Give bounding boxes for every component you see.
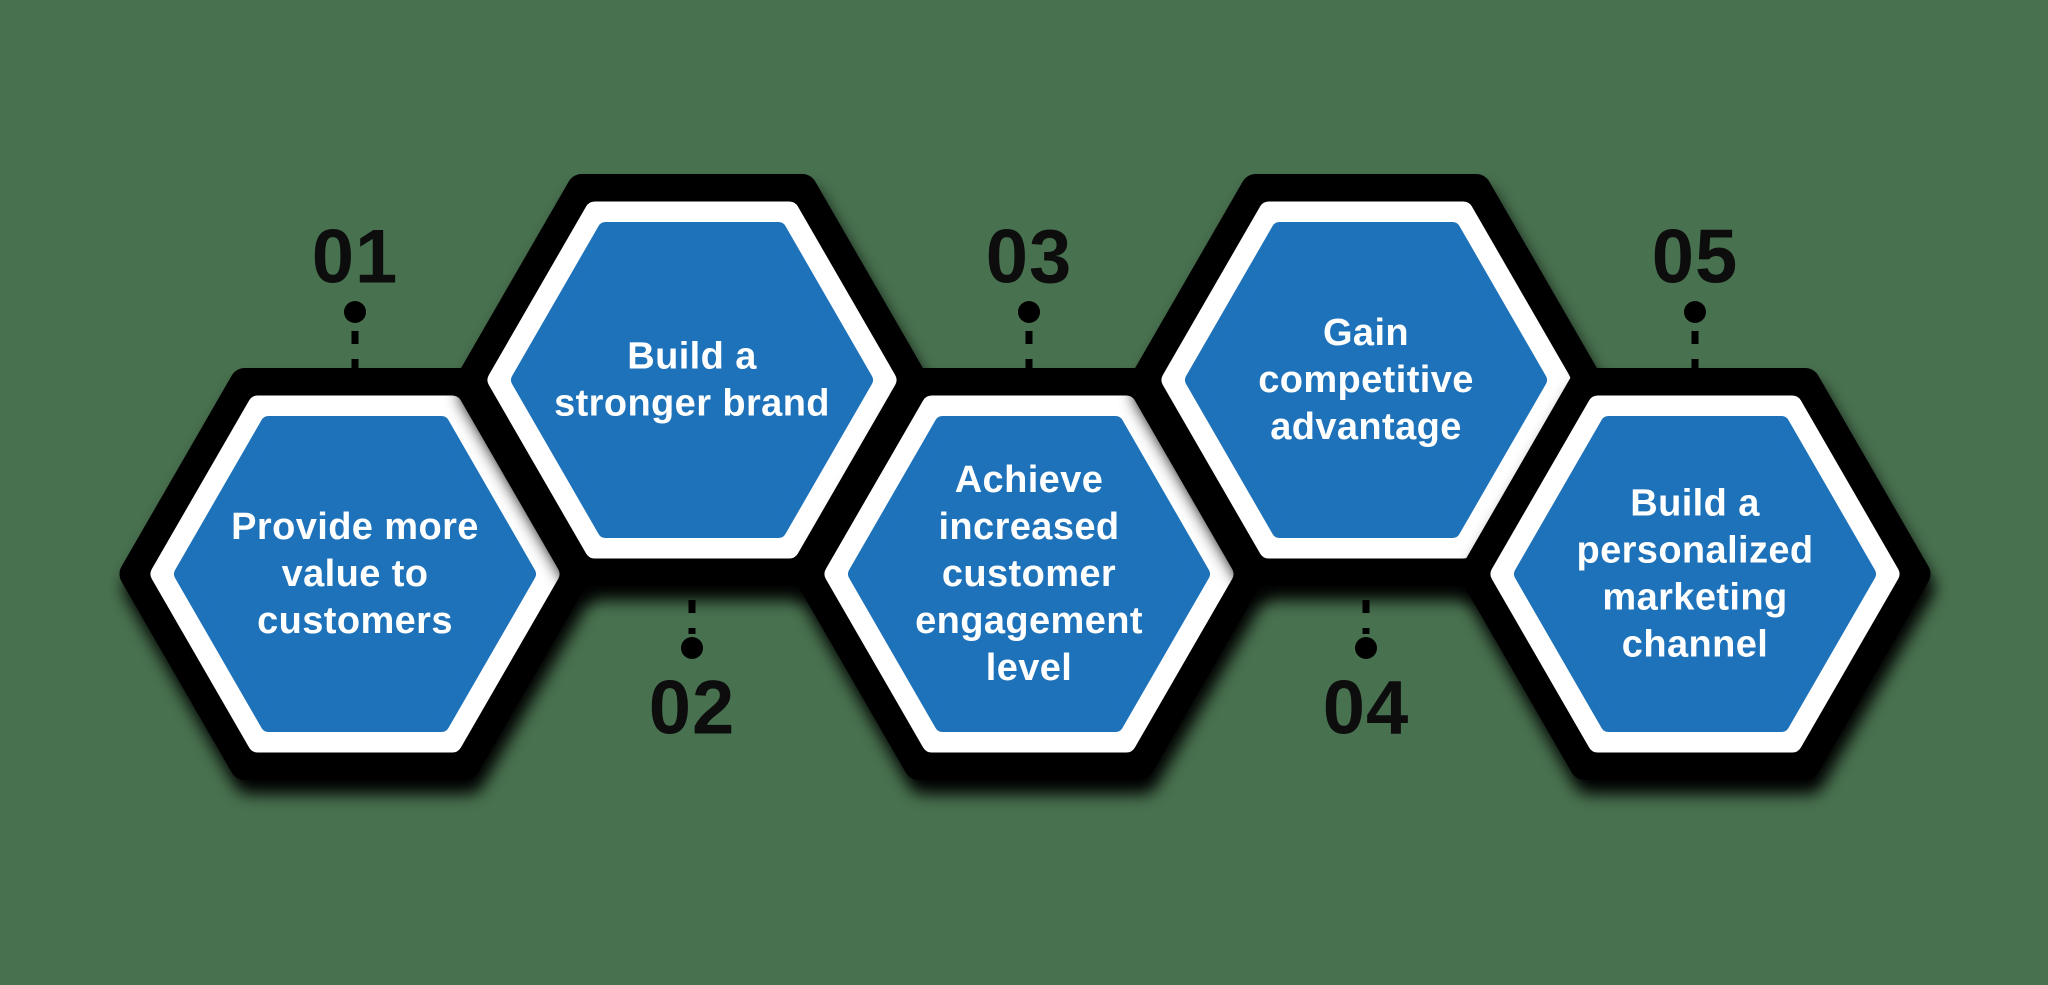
hex-label: Build a stronger brand: [554, 336, 830, 425]
hex-label-line: Gain: [1323, 312, 1409, 354]
hex-face: [511, 222, 873, 538]
connector-dot: [681, 637, 703, 659]
hex-label-line: Provide more: [231, 506, 479, 548]
hex-label-line: channel: [1622, 624, 1768, 666]
connector-dot: [1018, 301, 1040, 323]
hex-label: Build a personalized marketing channel: [1576, 483, 1813, 666]
step-marker-02: 02: [649, 600, 736, 751]
step-marker-01: 01: [312, 215, 399, 373]
hex-label-line: increased: [938, 506, 1119, 548]
hex-label-line: value to: [282, 553, 429, 595]
hex-face: [1514, 416, 1876, 732]
hex-label-line: stronger brand: [554, 383, 830, 425]
hex-label: Achieve increased customer engagement level: [915, 459, 1143, 689]
hex-label-line: Achieve: [955, 459, 1104, 501]
hex-face: [174, 416, 536, 732]
step-number: 02: [649, 666, 736, 751]
step-number: 01: [312, 215, 399, 300]
hex-label-line: advantage: [1270, 406, 1462, 448]
hex-face: [1185, 222, 1547, 538]
hex-label-line: marketing: [1602, 577, 1787, 619]
step-number: 03: [986, 215, 1073, 300]
step-number: 04: [1323, 666, 1410, 751]
hex-label-line: Build a: [627, 336, 757, 378]
hex-label-line: Build a: [1630, 483, 1760, 525]
hex-label-line: customers: [257, 600, 453, 642]
step-marker-04: 04: [1323, 600, 1410, 751]
hex-label-line: engagement: [915, 600, 1143, 642]
hex-label-line: customer: [942, 553, 1116, 595]
hex-label-line: level: [986, 647, 1073, 689]
step-marker-03: 03: [986, 215, 1073, 373]
hex-label: Provide more value to customers: [231, 506, 479, 642]
hex-step-03: Achieve increased customer engagement level: [793, 368, 1269, 794]
hex-label-line: competitive: [1258, 359, 1474, 401]
hex-label-line: personalized: [1576, 530, 1813, 572]
hex-label: Gain competitive advantage: [1258, 312, 1474, 448]
step-number: 05: [1652, 215, 1739, 300]
hex-face: [848, 416, 1210, 732]
hex-step-04: Gain competitive advantage: [1130, 174, 1606, 600]
connector-dot: [1355, 637, 1377, 659]
step-marker-05: 05: [1652, 215, 1739, 373]
connector-dot: [344, 301, 366, 323]
connector-dot: [1684, 301, 1706, 323]
hex-step-01: Provide more value to customers: [119, 368, 595, 794]
hex-step-05: Build a personalized marketing channel: [1459, 368, 1935, 794]
